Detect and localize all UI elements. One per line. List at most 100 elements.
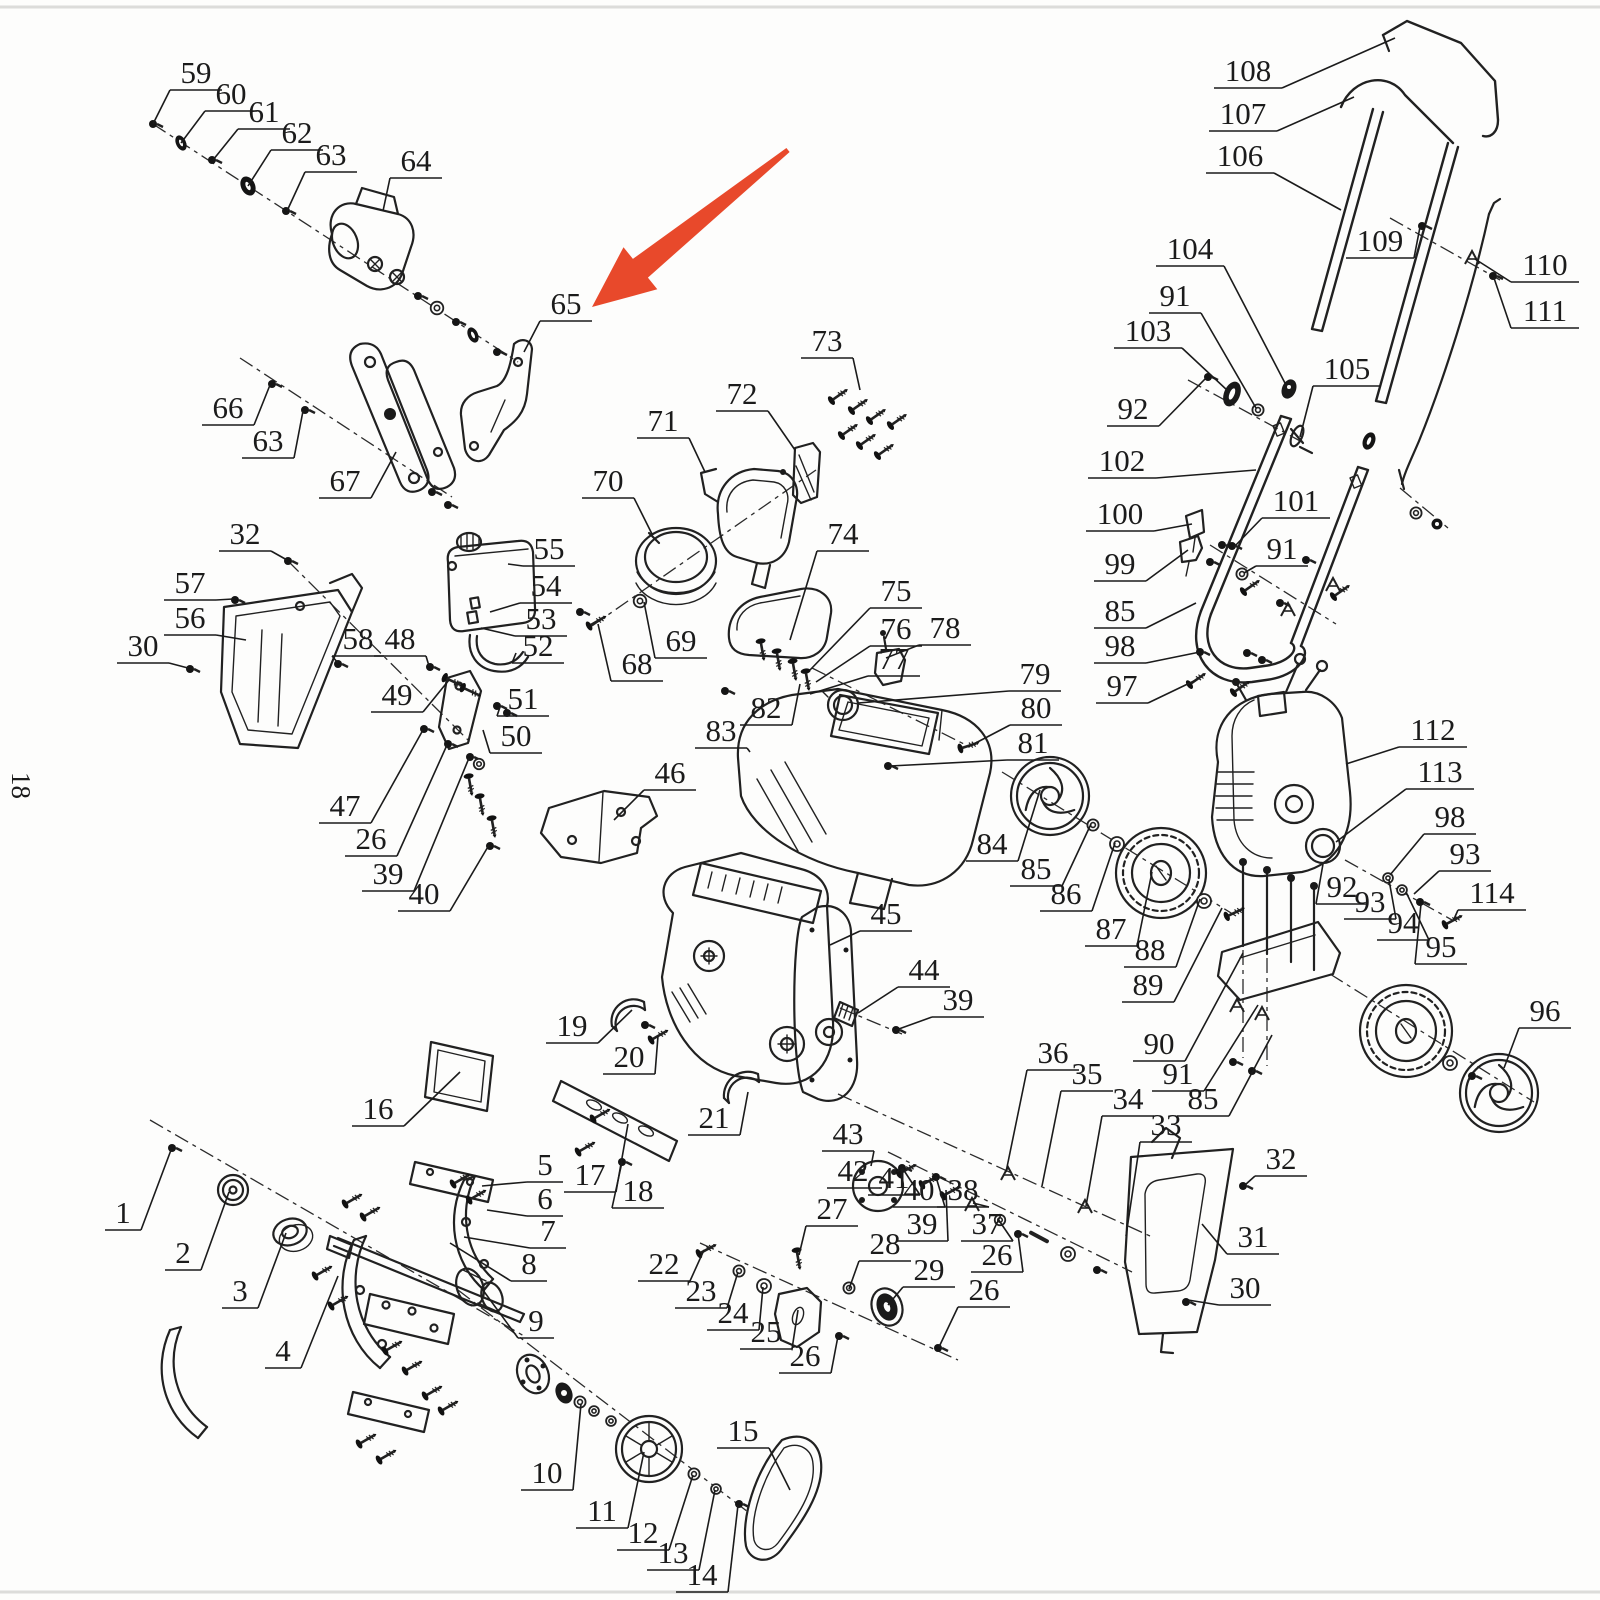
part-number-label: 92 <box>1327 869 1358 904</box>
callout-7: 7 <box>463 1213 566 1249</box>
washer-fastener <box>687 1467 701 1481</box>
callout-2: 2 <box>165 1191 230 1271</box>
callout-91: 91 <box>1243 531 1308 574</box>
part-number-label: 9 <box>528 1303 544 1338</box>
part-number-label: 28 <box>870 1226 901 1261</box>
callout-12: 12 <box>617 1474 694 1551</box>
bolt-fastener <box>1302 556 1317 565</box>
part-number-label: 83 <box>706 713 737 748</box>
part-number-label: 52 <box>523 628 554 663</box>
part-number-label: 14 <box>687 1557 719 1592</box>
part-number-label: 43 <box>833 1116 864 1151</box>
part-number-label: 97 <box>1107 668 1138 703</box>
callout-85: 85 <box>1010 823 1092 887</box>
screw-fastener <box>589 1108 611 1124</box>
part-103-grommet <box>1223 381 1241 407</box>
callout-56: 56 <box>164 600 247 641</box>
part-number-label: 114 <box>1469 875 1515 910</box>
callout-42: 42 <box>827 1153 882 1189</box>
callout-107: 107 <box>1209 96 1355 132</box>
washer-fastener <box>632 593 648 609</box>
washer-fastener <box>573 1395 587 1409</box>
part-number-label: 15 <box>728 1413 759 1448</box>
callout-113: 113 <box>1335 754 1474 843</box>
callout-73: 73 <box>801 323 861 391</box>
part-number-label: 4 <box>275 1333 291 1368</box>
callout-26: 26 <box>971 1233 1024 1273</box>
bolt-fastener <box>1093 1266 1108 1275</box>
part-number-label: 94 <box>1388 905 1420 940</box>
part-number-label: 26 <box>356 821 387 856</box>
callout-16: 16 <box>352 1071 461 1127</box>
bolt-fastener <box>1228 542 1243 551</box>
screw-fastener <box>800 668 812 691</box>
part-number-label: 98 <box>1105 628 1136 663</box>
callout-40: 40 <box>398 844 490 912</box>
part-number-label: 81 <box>1018 725 1049 760</box>
screw-fastener <box>437 1400 459 1416</box>
part-11-pulley-wheel <box>614 1414 684 1484</box>
part-number-label: 53 <box>526 601 557 636</box>
part-number-label: 100 <box>1097 496 1144 531</box>
part-number-label: 42 <box>838 1153 869 1188</box>
part-number-label: 106 <box>1217 138 1264 173</box>
part-number-label: 65 <box>551 286 582 321</box>
part-number-label: 85 <box>1021 851 1052 886</box>
callout-70: 70 <box>582 463 653 535</box>
callout-3: 3 <box>222 1232 287 1309</box>
bolt-fastener <box>1276 599 1291 608</box>
part-number-label: 45 <box>871 896 902 931</box>
callout-29: 29 <box>887 1252 955 1306</box>
part-number-label: 37 <box>972 1206 1003 1241</box>
part-number-label: 3 <box>232 1273 248 1308</box>
callout-50: 50 <box>482 718 542 754</box>
part-2-pulley <box>216 1173 250 1207</box>
part-number-label: 105 <box>1324 351 1371 386</box>
callout-90: 90 <box>1133 952 1244 1062</box>
part-number-label: 107 <box>1220 96 1267 131</box>
callout-11: 11 <box>576 1451 645 1529</box>
callout-109: 109 <box>1346 223 1421 259</box>
part-number-label: 104 <box>1167 231 1214 266</box>
bolt-fastener <box>1243 649 1258 658</box>
washer-fastener <box>1396 884 1408 896</box>
part-number-label: 99 <box>1105 546 1136 581</box>
part-number-label: 38 <box>948 1172 979 1207</box>
callout-46: 46 <box>613 755 696 821</box>
part-number-label: 59 <box>181 55 212 90</box>
part-number-label: 20 <box>614 1039 645 1074</box>
screw-fastener <box>837 424 858 440</box>
part-number-label: 11 <box>587 1493 617 1528</box>
screw-fastener <box>847 399 868 415</box>
callout-98: 98 <box>1389 799 1476 876</box>
axis-line <box>1187 379 1303 443</box>
callout-100: 100 <box>1086 496 1193 532</box>
screw-fastener <box>574 1141 596 1157</box>
screw-fastener <box>1239 580 1260 596</box>
red-arrow <box>592 148 790 307</box>
blackw-fastener <box>1362 432 1376 450</box>
part-number-label: 109 <box>1357 223 1404 258</box>
blackw-fastener <box>467 327 479 343</box>
part-number-label: 92 <box>1118 391 1149 426</box>
callout-47: 47 <box>319 729 424 824</box>
part-105-wing-screw <box>1289 424 1314 455</box>
callout-94: 94 <box>1377 891 1430 941</box>
screw-fastener <box>865 409 886 425</box>
callout-60: 60 <box>180 76 257 144</box>
part-number-label: 56 <box>175 600 206 635</box>
part-number-label: 10 <box>532 1455 563 1490</box>
callout-6: 6 <box>486 1181 563 1217</box>
callout-82: 82 <box>740 683 801 726</box>
part-number-label: 84 <box>977 826 1009 861</box>
callout-45: 45 <box>829 896 912 946</box>
washer-fastener <box>1196 893 1212 909</box>
callout-105: 105 <box>1299 351 1381 438</box>
hardware-fasteners <box>149 120 1504 1509</box>
screw-fastener <box>886 414 907 430</box>
screw-fastener <box>341 1193 363 1209</box>
callout-64: 64 <box>382 143 442 212</box>
callout-32: 32 <box>1244 1141 1307 1186</box>
callout-39: 39 <box>895 982 984 1031</box>
